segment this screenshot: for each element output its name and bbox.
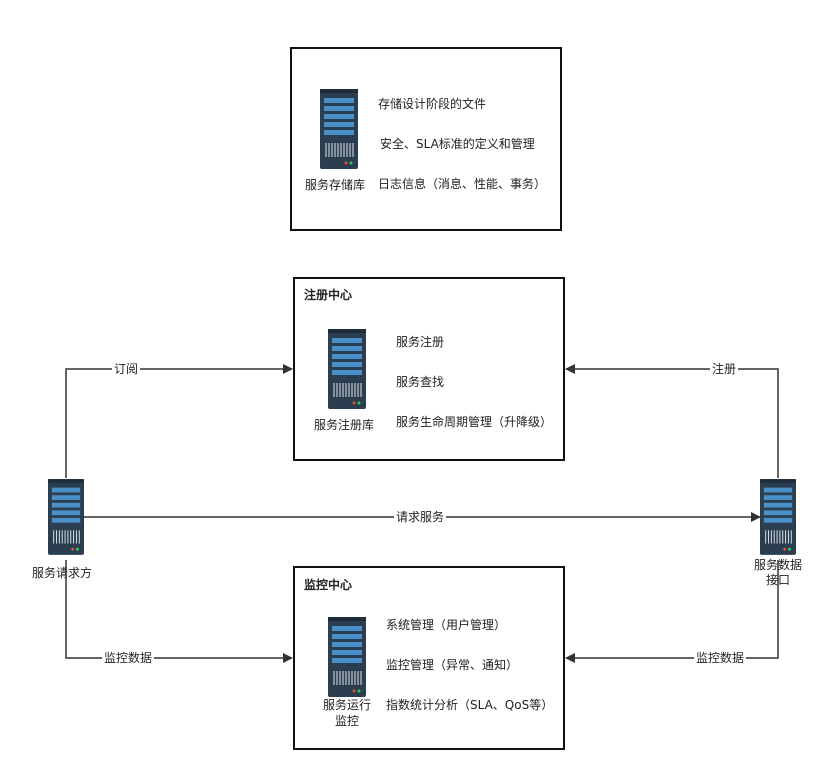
subscribe-edge — [65, 364, 293, 478]
monitor-right-edge — [565, 560, 779, 663]
monitor-right-label: 监控数据 — [694, 651, 747, 665]
register-label: 注册 — [710, 362, 739, 376]
monitor-left-label: 监控数据 — [102, 651, 155, 665]
storage-server-label: 服务存储库 — [305, 178, 366, 192]
server-icon — [320, 89, 358, 169]
server-icon — [48, 477, 84, 557]
monitor-item-3: 指数统计分析（SLA、QoS等） — [386, 698, 554, 712]
registry-item-2: 服务查找 — [396, 375, 445, 389]
register-edge — [565, 364, 779, 478]
registry-server-label: 服务注册库 — [314, 418, 375, 432]
monitor-item-2: 监控管理（异常、通知） — [386, 658, 519, 672]
requester-label: 服务请求方 — [32, 566, 93, 580]
server-icon — [328, 617, 366, 697]
registry-item-1: 服务注册 — [396, 335, 445, 349]
server-icon — [760, 477, 796, 557]
provider-label-line1: 服务数据 — [753, 558, 802, 572]
server-icon — [328, 329, 366, 409]
monitor-title: 监控中心 — [304, 578, 353, 592]
monitor-server-label-line1: 服务运行 — [322, 698, 371, 712]
subscribe-label: 订阅 — [112, 362, 141, 376]
storage-item-3: 日志信息（消息、性能、事务） — [378, 177, 547, 191]
request-label: 请求服务 — [394, 510, 447, 524]
provider-label-line2: 接口 — [765, 573, 790, 587]
registry-title: 注册中心 — [304, 288, 353, 302]
registry-item-3: 服务生命周期管理（升降级） — [396, 415, 553, 429]
storage-item-2: 安全、SLA标准的定义和管理 — [380, 137, 535, 151]
monitor-server-label-line2: 监控 — [334, 714, 359, 728]
storage-item-1: 存储设计阶段的文件 — [378, 97, 487, 111]
monitor-item-1: 系统管理（用户管理） — [386, 618, 507, 632]
monitor-left-edge — [65, 560, 293, 663]
